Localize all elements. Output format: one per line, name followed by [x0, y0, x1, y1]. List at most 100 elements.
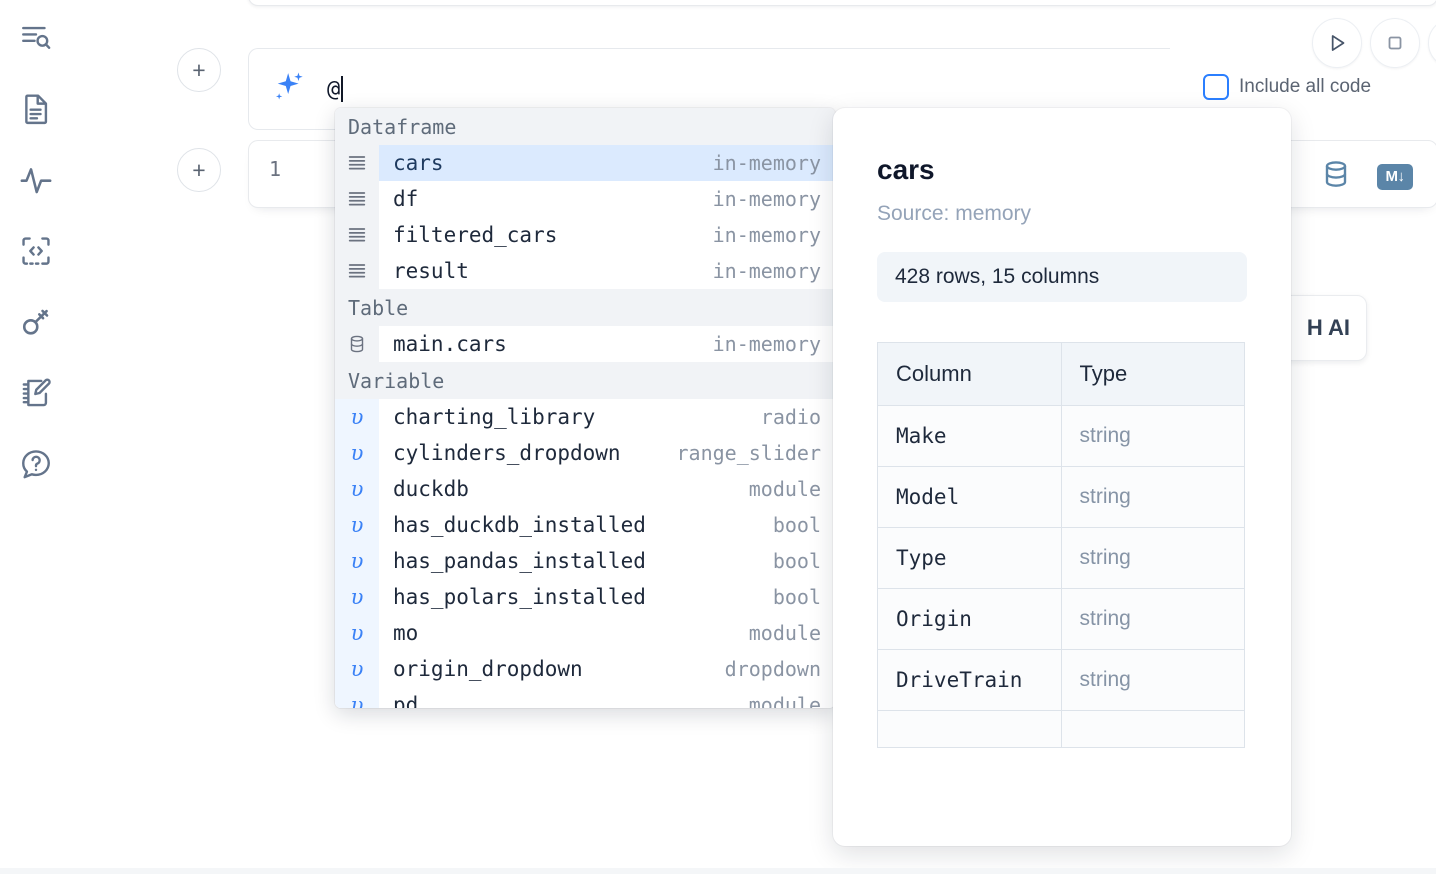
- markdown-icon[interactable]: M↓: [1377, 163, 1413, 190]
- variable-icon: υ: [335, 435, 379, 471]
- autocomplete-item-type: in-memory: [712, 332, 821, 356]
- docs-column-name: [877, 710, 1062, 748]
- file-document-icon: [19, 92, 53, 126]
- notebook-edit-icon: [19, 376, 53, 410]
- variable-icon: υ: [335, 543, 379, 579]
- add-cell-below-button[interactable]: +: [177, 148, 221, 192]
- ai-prompt-input[interactable]: @: [327, 71, 1027, 107]
- docs-table-row: [877, 710, 1245, 748]
- docs-table-header-row: Column Type: [877, 342, 1245, 406]
- markdown-icon-letter: M: [1385, 168, 1399, 185]
- database-icon[interactable]: [1321, 159, 1351, 194]
- autocomplete-item-body: duckdb module: [379, 471, 835, 507]
- ai-prompt-value: @: [327, 76, 341, 102]
- autocomplete-item-body: df in-memory: [379, 181, 835, 217]
- sidebar-item-help[interactable]: [14, 442, 58, 486]
- include-all-code-label: Include all code: [1239, 76, 1372, 97]
- autocomplete-item-name: duckdb: [393, 477, 469, 501]
- docs-column-header: Column: [877, 342, 1062, 406]
- autocomplete-item-type: module: [748, 477, 821, 501]
- docs-column-type: string: [1060, 649, 1245, 711]
- autocomplete-item-type: radio: [760, 405, 821, 429]
- line-number: 1: [269, 157, 282, 181]
- code-brackets-icon: [19, 234, 53, 268]
- bottom-divider: [0, 868, 1436, 874]
- run-controls: [1312, 18, 1436, 68]
- autocomplete-item-type: in-memory: [712, 259, 821, 283]
- sidebar-item-file-document[interactable]: [14, 87, 58, 131]
- stop-button[interactable]: [1370, 18, 1420, 68]
- cell-above-clipped: [248, 0, 1436, 6]
- autocomplete-item-type: bool: [772, 585, 821, 609]
- autocomplete-item-name: df: [393, 187, 419, 211]
- autocomplete-item-type: in-memory: [712, 223, 821, 247]
- sidebar-item-activity[interactable]: [14, 158, 58, 202]
- docs-column-name: DriveTrain: [877, 649, 1062, 711]
- autocomplete-item-name: has_duckdb_installed: [393, 513, 646, 537]
- help-chat-icon: [19, 447, 53, 481]
- variable-icon: υ: [335, 579, 379, 615]
- docs-title: cars: [877, 154, 935, 185]
- variable-icon: υ: [335, 471, 379, 507]
- autocomplete-item[interactable]: main.cars in-memory: [335, 326, 835, 362]
- dataframe-icon: [335, 217, 379, 253]
- docs-source: Source: memory: [877, 202, 1032, 225]
- autocomplete-section-header: Table: [335, 289, 835, 326]
- docs-column-type: string: [1060, 466, 1245, 528]
- docs-column-type: string: [1060, 405, 1245, 467]
- sidebar-item-secrets[interactable]: [14, 300, 58, 344]
- autocomplete-item[interactable]: cars in-memory: [335, 145, 835, 181]
- autocomplete-item-body: main.cars in-memory: [379, 326, 835, 362]
- include-all-code-checkbox[interactable]: [1203, 74, 1229, 100]
- docs-column-type: string: [1060, 588, 1245, 650]
- autocomplete-item-type: bool: [772, 549, 821, 573]
- sidebar-item-scratchpad[interactable]: [14, 371, 58, 415]
- autocomplete-item-type: in-memory: [712, 187, 821, 211]
- autocomplete-section-header: Dataframe: [335, 108, 835, 145]
- autocomplete-item-body: cars in-memory: [379, 145, 835, 181]
- sidebar-rail: [0, 0, 72, 874]
- sidebar-item-snippets[interactable]: [14, 229, 58, 273]
- add-cell-above-button[interactable]: +: [177, 48, 221, 92]
- autocomplete-item-name: mo: [393, 621, 419, 645]
- docs-column-name: Model: [877, 466, 1062, 528]
- variable-icon: υ: [335, 507, 379, 543]
- autocomplete-item[interactable]: df in-memory: [335, 181, 835, 217]
- autocomplete-item-name: cars: [393, 151, 444, 175]
- autocomplete-item-type: module: [748, 693, 821, 708]
- autocomplete-item-type: dropdown: [724, 657, 821, 681]
- sidebar-item-outline-search[interactable]: [14, 16, 58, 60]
- include-all-code-row[interactable]: Include all code: [1203, 74, 1371, 100]
- more-actions-button[interactable]: [1428, 18, 1436, 68]
- autocomplete-item-name: main.cars: [393, 332, 507, 356]
- variable-icon: υ: [335, 651, 379, 687]
- dataframe-icon: [335, 145, 379, 181]
- autocomplete-section-header: Variable: [335, 362, 835, 399]
- key-icon: [19, 305, 53, 339]
- autocomplete-item-type: in-memory: [712, 151, 821, 175]
- run-button[interactable]: [1312, 18, 1362, 68]
- dataframe-icon: [335, 253, 379, 289]
- docs-column-name: Origin: [877, 588, 1062, 650]
